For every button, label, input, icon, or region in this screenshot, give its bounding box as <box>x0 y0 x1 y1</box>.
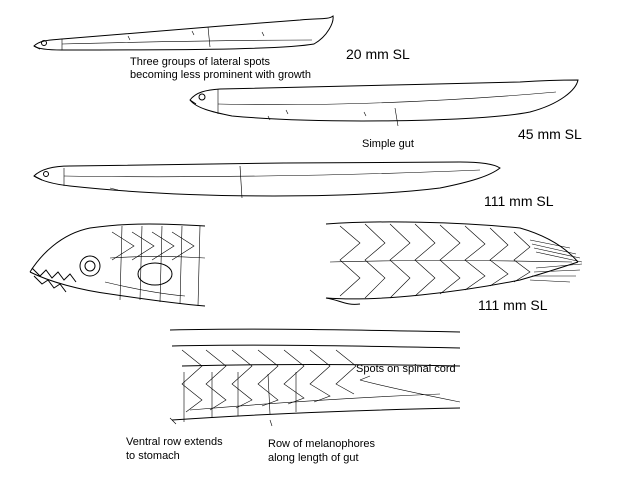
gut-detail <box>169 328 461 422</box>
size-label-111mm-a: 111 mm SL <box>484 193 554 209</box>
spinal-spots-note: Spots on spinal cord <box>356 363 456 375</box>
larva-45mm <box>189 79 579 127</box>
larva-111mm <box>33 161 501 199</box>
larva-20mm <box>33 15 334 51</box>
leader-lines <box>169 375 371 427</box>
tail-detail <box>325 221 583 305</box>
ventral-row-note-line1: Ventral row extends <box>126 436 223 448</box>
ventral-row-note-line2: to stomach <box>126 450 180 462</box>
melanophore-note-line2: along length of gut <box>268 452 359 464</box>
size-label-111mm-b: 111 mm SL <box>478 297 548 313</box>
size-label-20mm: 20 mm SL <box>346 46 410 62</box>
head-detail <box>29 223 206 307</box>
melanophore-note-line1: Row of melanophores <box>268 438 376 450</box>
lateral-spots-note-line1: Three groups of lateral spots <box>130 56 271 68</box>
size-label-45mm: 45 mm SL <box>518 126 582 142</box>
simple-gut-note: Simple gut <box>362 138 414 150</box>
lateral-spots-note-line2: becoming less prominent with growth <box>130 69 311 81</box>
